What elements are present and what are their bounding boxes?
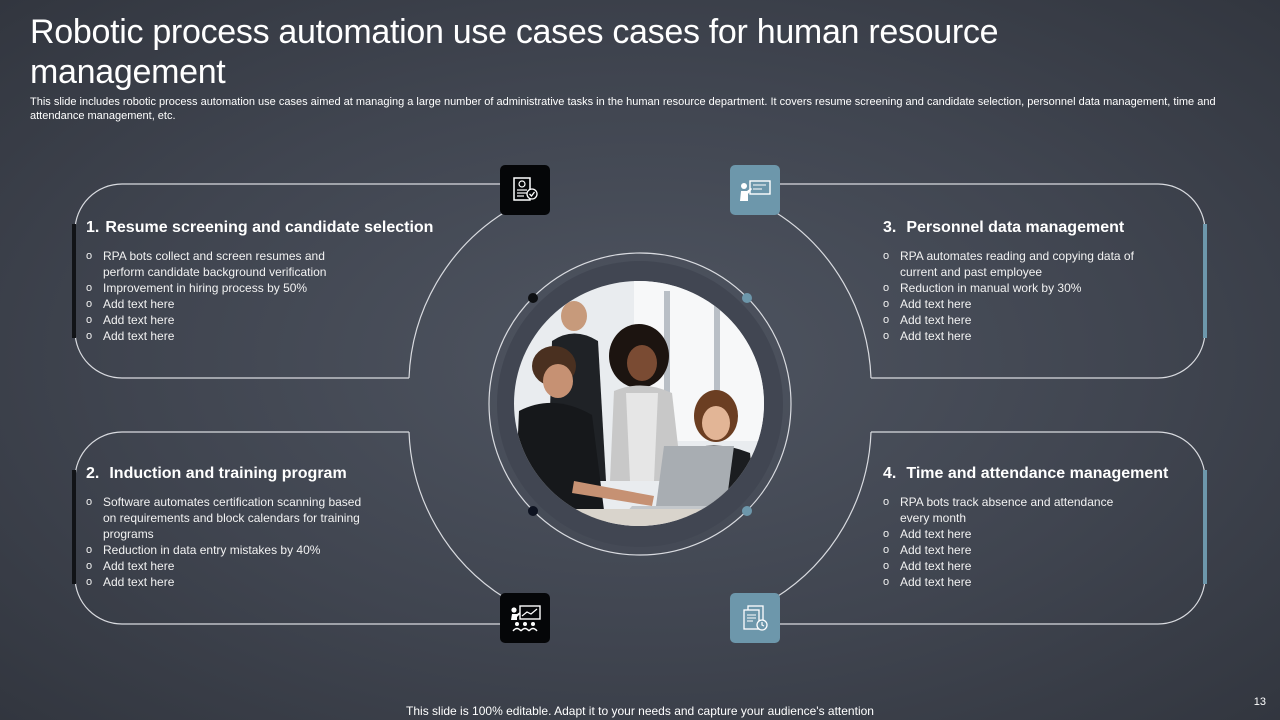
list-item: Reduction in data entry mistakes by 40% <box>86 542 362 558</box>
inner-ring <box>488 252 792 556</box>
list-item: Add text here <box>883 296 1168 312</box>
ring-dot-top-right <box>742 293 752 303</box>
list-item: Add text here <box>883 558 1145 574</box>
list-item: Add text here <box>86 558 362 574</box>
list-item: Improvement in hiring process by 50% <box>86 280 356 296</box>
presenter-board-icon <box>730 165 780 215</box>
attendance-documents-icon <box>730 593 780 643</box>
outer-ring-arc-bottom-left <box>408 431 506 599</box>
panel-1-accent-bar <box>72 224 76 338</box>
panel-heading: 1. Resume screening and candidate select… <box>86 218 446 238</box>
panel-number: 2. <box>86 465 100 482</box>
list-item: Add text here <box>883 526 1145 542</box>
panel-resume-screening: 1. Resume screening and candidate select… <box>86 218 446 344</box>
outer-ring-arc-top-left <box>408 211 506 379</box>
slide-title: Robotic process automation use cases cas… <box>30 13 999 91</box>
panel-number: 1. <box>86 219 100 236</box>
panel-heading: 3. Personnel data management <box>883 218 1183 238</box>
list-item: Add text here <box>86 574 362 590</box>
list-item: Reduction in manual work by 30% <box>883 280 1168 296</box>
list-item: Add text here <box>883 312 1168 328</box>
list-item: Add text here <box>883 328 1168 344</box>
panel-heading: 2. Induction and training program <box>86 464 446 484</box>
bullet-list: RPA bots collect and screen resumes and … <box>86 248 356 344</box>
ring-dot-top-left <box>528 293 538 303</box>
page-number: 13 <box>1253 696 1266 708</box>
list-item: RPA bots collect and screen resumes and … <box>86 248 356 280</box>
list-item: RPA bots track absence and attendance ev… <box>883 494 1145 526</box>
list-item: Add text here <box>883 574 1145 590</box>
panel-title: Induction and training program <box>109 465 347 482</box>
panel-title: Personnel data management <box>906 219 1125 236</box>
bullet-list: RPA automates reading and copying data o… <box>883 248 1168 344</box>
panel-number: 4. <box>883 465 897 482</box>
panel-heading: 4. Time and attendance management <box>883 464 1193 484</box>
list-item: Add text here <box>86 328 356 344</box>
slide-footer: This slide is 100% editable. Adapt it to… <box>406 704 874 718</box>
team-photo <box>514 281 764 526</box>
ring-dot-bottom-right <box>742 506 752 516</box>
bullet-list: RPA bots track absence and attendance ev… <box>883 494 1145 590</box>
ring-dot-bottom-left <box>528 506 538 516</box>
outer-ring-arc-top-right <box>774 211 872 379</box>
panel-title: Time and attendance management <box>906 465 1169 482</box>
panel-personnel-data: 3. Personnel data management RPA automat… <box>883 218 1183 344</box>
list-item: RPA automates reading and copying data o… <box>883 248 1168 280</box>
list-item: Add text here <box>86 296 356 312</box>
panel-4-accent-bar <box>1203 470 1207 584</box>
panel-induction-training: 2. Induction and training program Softwa… <box>86 464 446 590</box>
list-item: Add text here <box>883 542 1145 558</box>
list-item: Add text here <box>86 312 356 328</box>
bullet-list: Software automates certification scannin… <box>86 494 362 590</box>
panel-title: Resume screening and candidate selection <box>105 219 434 236</box>
panel-time-attendance: 4. Time and attendance management RPA bo… <box>883 464 1193 590</box>
slide-subtitle: This slide includes robotic process auto… <box>30 96 1216 122</box>
training-presentation-icon <box>500 593 550 643</box>
panel-2-accent-bar <box>72 470 76 584</box>
resume-checklist-icon <box>500 165 550 215</box>
panel-3-accent-bar <box>1203 224 1207 338</box>
panel-number: 3. <box>883 219 897 236</box>
list-item: Software automates certification scannin… <box>86 494 362 542</box>
outer-ring-arc-bottom-right <box>774 431 872 599</box>
